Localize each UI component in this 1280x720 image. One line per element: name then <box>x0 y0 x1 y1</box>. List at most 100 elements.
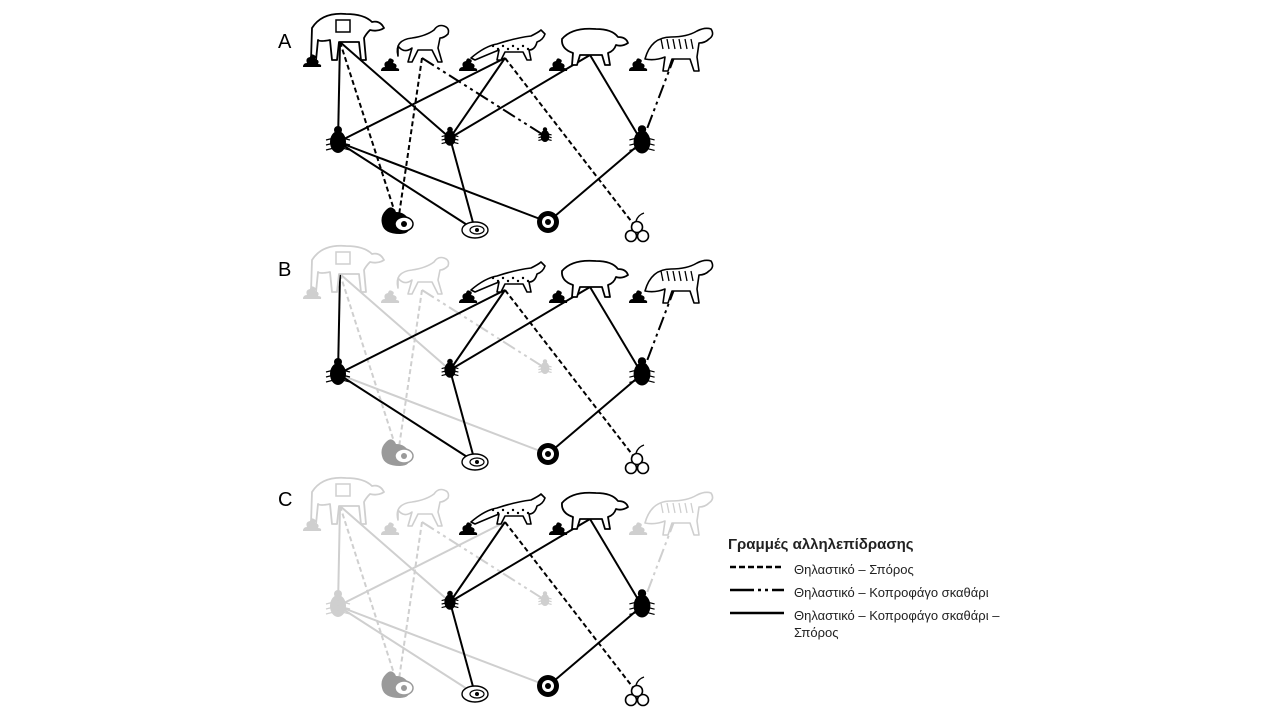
interaction-line <box>337 289 506 375</box>
interaction-line <box>547 141 643 223</box>
beetle-tiny-icon <box>538 359 552 375</box>
interaction-line <box>337 57 506 143</box>
panel-b: B <box>278 244 714 475</box>
tiger-icon <box>644 259 714 304</box>
tiger-icon <box>644 27 714 72</box>
interaction-line <box>449 521 506 603</box>
boar-icon <box>561 259 629 298</box>
avocado-icon <box>381 207 414 234</box>
interaction-line <box>504 57 639 231</box>
cherries-icon <box>624 444 650 475</box>
interaction-line <box>339 273 451 371</box>
interaction-line <box>641 286 676 375</box>
legend-title: Γραμμές αλληλεπίδρασης <box>728 536 914 553</box>
civet-icon <box>470 29 546 61</box>
avocado-icon <box>381 439 414 466</box>
dung-icon <box>629 58 648 71</box>
cherries-icon <box>624 212 650 243</box>
interaction-line <box>449 137 476 231</box>
tapir-icon <box>310 12 385 61</box>
seed-pod-icon <box>461 453 489 471</box>
civet-icon <box>470 261 546 293</box>
legend: Γραμμές αλληλεπίδρασης Θηλαστικό – Σπόρο… <box>728 536 1028 647</box>
civet-icon <box>470 493 546 525</box>
panel-letter: C <box>278 489 292 511</box>
panel-letter: A <box>278 31 292 53</box>
beetle-tiny-icon <box>538 591 552 607</box>
dung-icon <box>549 58 568 71</box>
interaction-line <box>589 518 643 607</box>
beetle-tiny-icon <box>538 127 552 143</box>
interaction-line <box>337 273 341 375</box>
dung-icon <box>549 290 568 303</box>
interaction-line <box>449 57 506 139</box>
legend-label: Θηλαστικό – Κοπροφάγο σκαθάρι <box>794 585 989 600</box>
interaction-line <box>504 521 639 695</box>
tapir-icon <box>310 476 385 525</box>
boar-icon <box>561 27 629 66</box>
tapir-icon <box>310 244 385 293</box>
beetle-small-icon <box>441 126 459 146</box>
dung-icon <box>303 518 322 531</box>
interaction-line <box>339 505 451 603</box>
seed-pod-icon <box>461 221 489 239</box>
cherries-icon <box>624 676 650 707</box>
fruit-round-icon <box>537 443 559 465</box>
legend-item-mammal-beetle: Θηλαστικό – Κοπροφάγο σκαθάρι <box>728 584 1028 601</box>
beetle-large-icon <box>325 126 351 153</box>
legend-item-mammal-seed: Θηλαστικό – Σπόρος <box>728 561 1028 578</box>
interaction-edges <box>337 505 676 695</box>
solid-line-icon <box>730 611 784 615</box>
legend-item-mammal-beetle-seed: Θηλαστικό – Κοπροφάγο σκαθάρι – Σπόρος <box>728 607 1028 641</box>
beetle-round-icon <box>629 589 655 618</box>
dung-icon <box>303 286 322 299</box>
seed-pod-icon <box>461 685 489 703</box>
dung-icon <box>629 522 648 535</box>
panel-letter: B <box>278 259 291 281</box>
interaction-line <box>547 373 643 455</box>
dashed-line-icon <box>730 565 784 569</box>
fruit-round-icon <box>537 211 559 233</box>
interaction-line <box>421 289 546 369</box>
beetle-large-icon <box>325 590 351 617</box>
interaction-line <box>337 521 506 607</box>
interaction-line <box>504 289 639 463</box>
interaction-line <box>337 505 341 607</box>
interaction-edges <box>337 273 676 463</box>
interaction-line <box>449 369 476 463</box>
beetle-small-icon <box>441 590 459 610</box>
interaction-line <box>337 373 476 463</box>
dung-icon <box>381 58 400 71</box>
legend-label: Θηλαστικό – Κοπροφάγο σκαθάρι – Σπόρος <box>794 608 1000 640</box>
monkey-icon <box>396 256 450 295</box>
dung-icon <box>459 290 478 303</box>
interaction-line <box>337 141 476 231</box>
interaction-line <box>421 521 546 601</box>
dung-icon <box>459 58 478 71</box>
interaction-line <box>397 289 423 455</box>
monkey-icon <box>396 24 450 63</box>
dung-icon <box>381 290 400 303</box>
interaction-line <box>589 54 643 143</box>
avocado-icon <box>381 671 414 698</box>
interaction-line <box>449 289 506 371</box>
beetle-large-icon <box>325 358 351 385</box>
dung-icon <box>303 54 322 67</box>
monkey-icon <box>396 488 450 527</box>
beetle-small-icon <box>441 358 459 378</box>
interaction-line <box>641 518 676 607</box>
legend-label: Θηλαστικό – Σπόρος <box>794 562 914 577</box>
interaction-line <box>337 605 549 687</box>
panel-c: C <box>278 476 714 707</box>
interaction-line <box>397 57 423 223</box>
tiger-icon <box>644 491 714 536</box>
interaction-line <box>547 605 643 687</box>
interaction-line <box>337 41 341 143</box>
dung-icon <box>549 522 568 535</box>
dung-icon <box>381 522 400 535</box>
panel-a: A <box>278 12 714 243</box>
interaction-line <box>339 41 451 139</box>
interaction-line <box>397 521 423 687</box>
boar-icon <box>561 491 629 530</box>
